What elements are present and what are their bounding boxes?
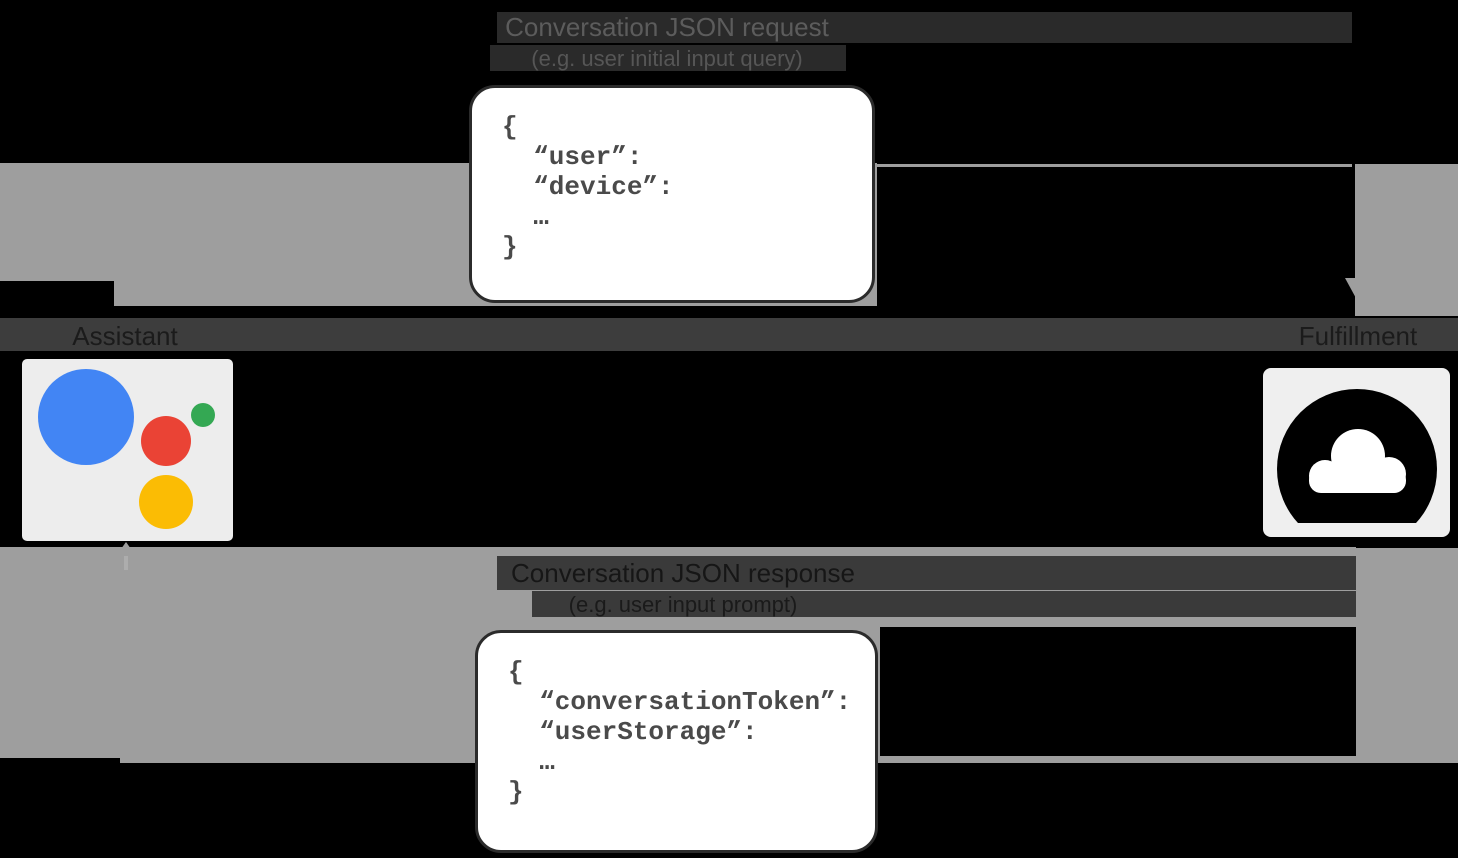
fulfillment-node: [1263, 368, 1450, 537]
request-subtitle: (e.g. user initial input query): [531, 46, 803, 71]
google-assistant-logo-icon: [22, 359, 233, 541]
response-arrowhead-icon: [116, 542, 136, 556]
request-arrow-column: [1355, 164, 1458, 316]
assistant-logo-blue-circle: [38, 369, 134, 465]
request-json-box: { “user”: “device”: … }: [469, 85, 875, 303]
response-title: Conversation JSON response: [511, 558, 855, 588]
assistant-logo-red-circle: [141, 416, 191, 466]
response-subtitle: (e.g. user input prompt): [568, 592, 798, 617]
response-title-bar: [497, 556, 1356, 590]
request-arrowhead-icon: [1345, 278, 1369, 300]
response-subtitle-bar: [532, 591, 1356, 617]
fulfillment-node-label: Fulfillment: [1298, 321, 1418, 351]
request-title: Conversation JSON request: [505, 12, 829, 42]
assistant-logo-green-circle: [191, 403, 215, 427]
request-subtitle-bar: [490, 45, 846, 71]
request-title-bar: [497, 12, 1352, 43]
response-arrow-stem: [124, 556, 128, 570]
response-json-code: { “conversationToken”: “userStorage”: … …: [508, 657, 852, 807]
assistant-node-label: Assistant: [72, 321, 178, 351]
response-arrow-column: [1356, 548, 1458, 763]
response-json-box: { “conversationToken”: “userStorage”: … …: [475, 630, 878, 853]
node-label-band: [0, 318, 1458, 351]
request-arrow-notch: [0, 281, 114, 306]
request-json-code: { “user”: “device”: … }: [502, 112, 674, 262]
assistant-node: [22, 359, 233, 541]
assistant-logo-yellow-circle: [139, 475, 193, 529]
cloud-icon: [1277, 389, 1437, 523]
